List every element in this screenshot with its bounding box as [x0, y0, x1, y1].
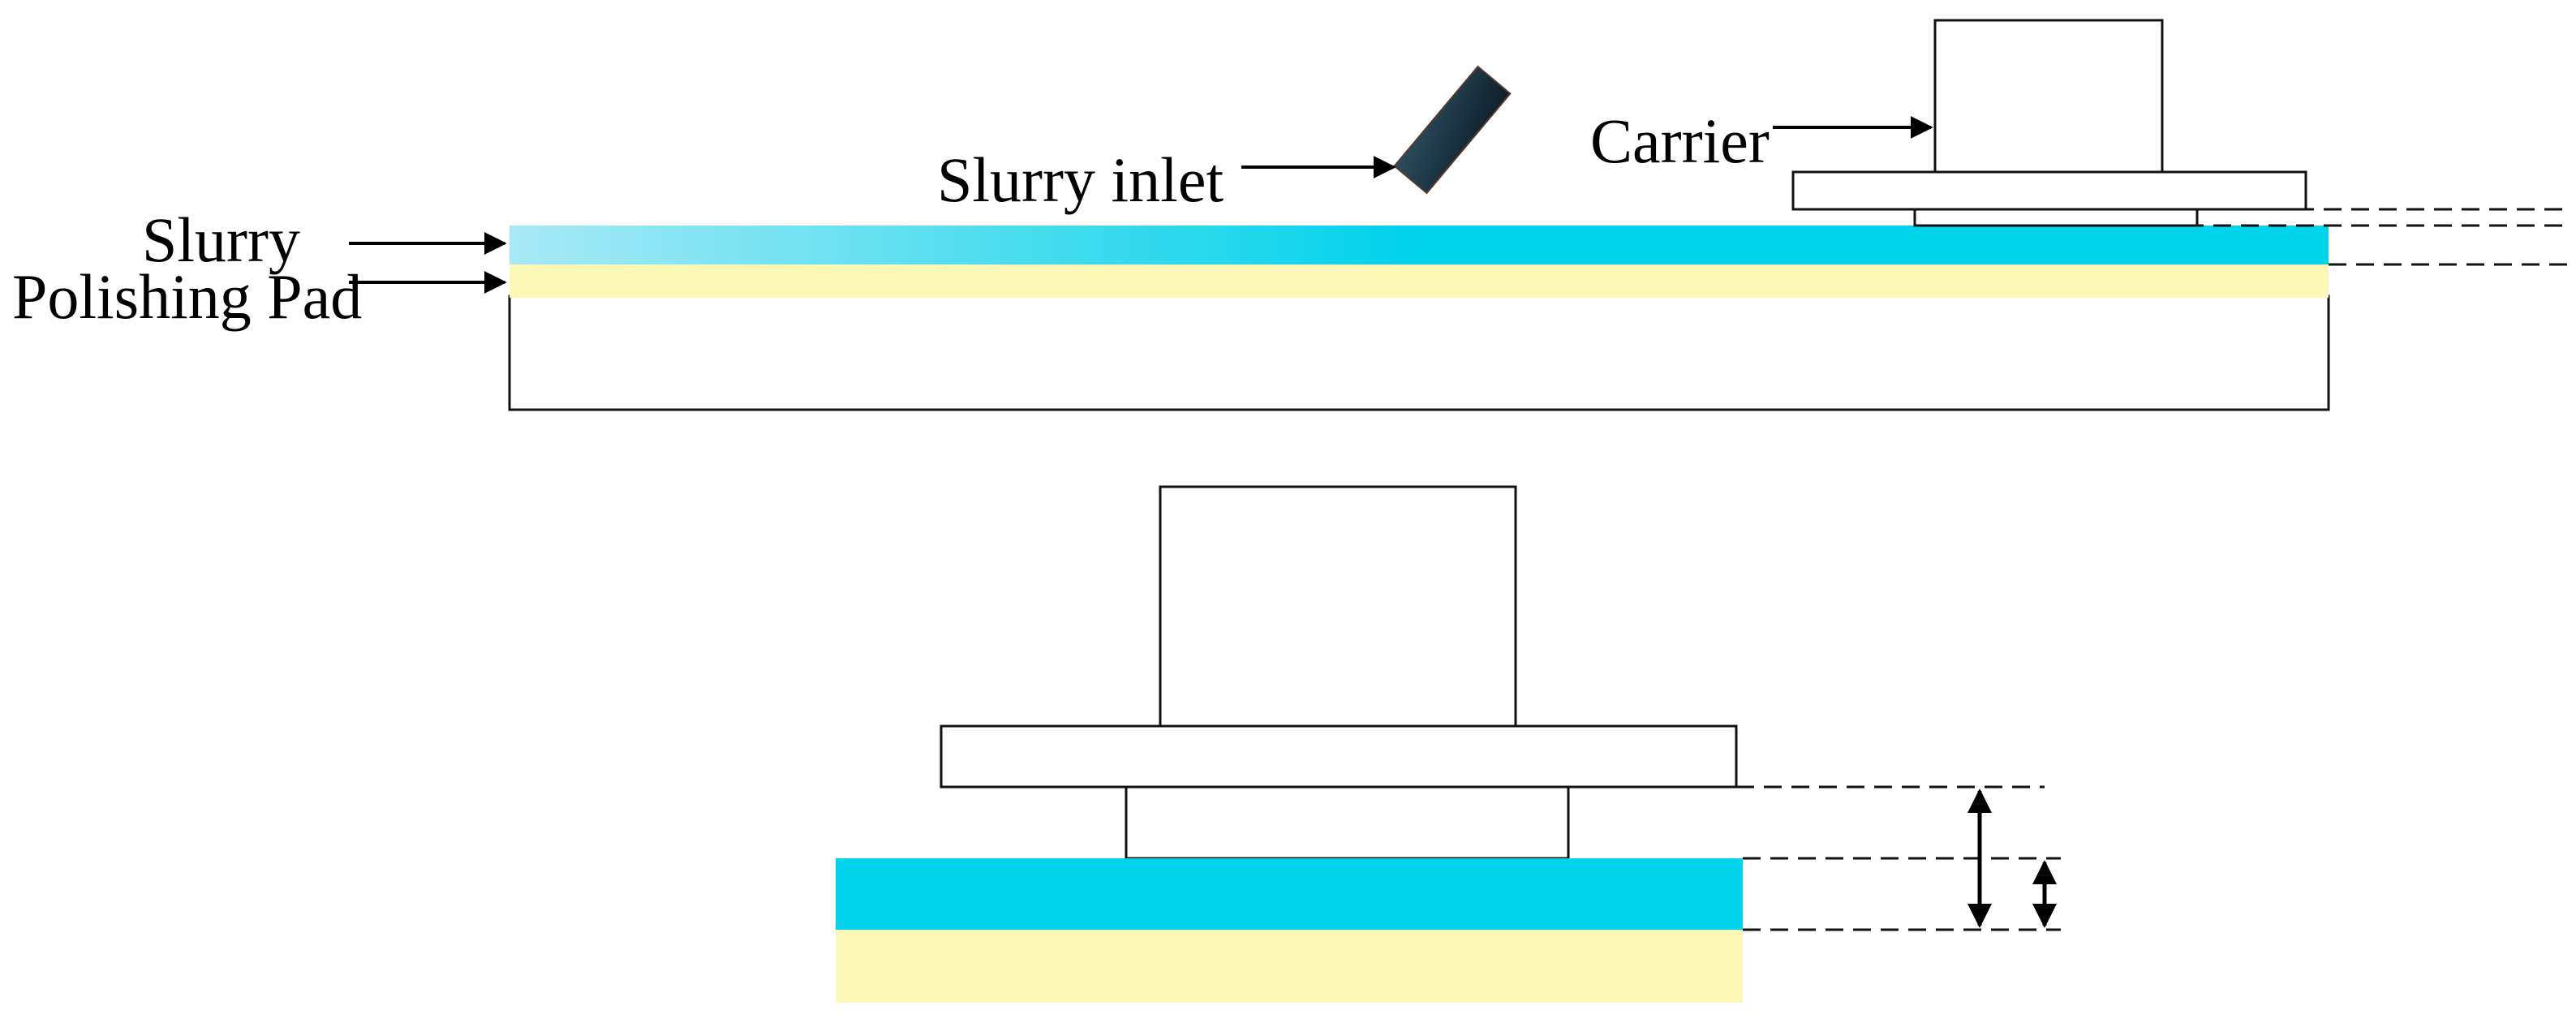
detail-carrier-head: [1159, 485, 1517, 728]
slurry-inlet-tube: [1393, 65, 1512, 195]
detail-view: [836, 485, 1743, 1003]
detail-pad-layer: [836, 930, 1743, 1003]
reference-lines-bottom: [1736, 785, 2061, 931]
carrier-head: [1933, 19, 2164, 174]
platen-assembly: [508, 226, 2330, 411]
detail-slurry-layer: [836, 858, 1743, 930]
wafer: [1913, 208, 2199, 227]
slurry-layer: [510, 226, 2329, 264]
platen-base: [508, 294, 2330, 411]
detail-wafer: [1125, 785, 1570, 860]
reference-lines-top: [2158, 208, 2568, 266]
carrier-label: Carrier: [1590, 105, 1770, 176]
slurry-label: Slurry: [142, 204, 300, 275]
carrier-plate: [1791, 170, 2307, 211]
slurry-inlet-label: Slurry inlet: [937, 144, 1223, 215]
detail-carrier-plate: [940, 724, 1738, 789]
polishing-pad-label: Polishing Pad: [12, 261, 362, 332]
carrier-top: [1791, 19, 2307, 227]
polishing-pad-layer: [510, 264, 2329, 298]
